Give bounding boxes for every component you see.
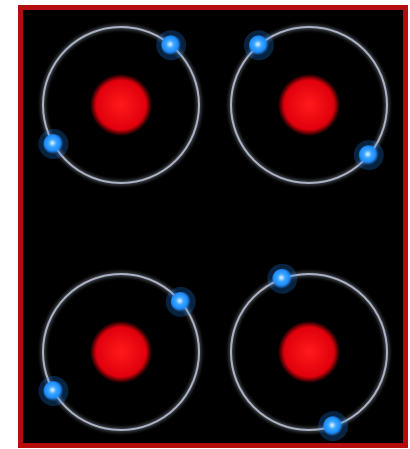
atom-top-left (38, 27, 199, 183)
nucleus (278, 321, 340, 383)
nucleus (90, 74, 152, 136)
nucleus (278, 74, 340, 136)
atom-top-right (231, 27, 387, 183)
electron (171, 292, 191, 312)
atom-diagram-frame (18, 5, 408, 448)
atom-bottom-left (38, 274, 199, 430)
electron (43, 134, 63, 154)
electron (272, 269, 292, 289)
atom-scene (23, 10, 403, 443)
atom-bottom-right (231, 264, 387, 441)
electron (359, 145, 379, 165)
electron (43, 381, 63, 401)
electron (249, 35, 269, 55)
electron (161, 35, 181, 55)
electron (323, 416, 343, 436)
nucleus (90, 321, 152, 383)
